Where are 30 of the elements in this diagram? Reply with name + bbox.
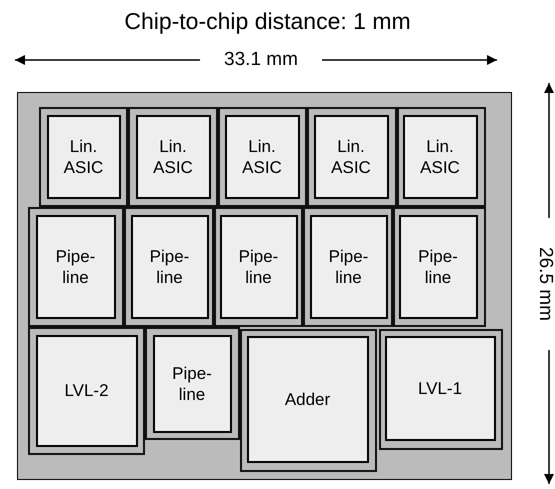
chip-label: Lin. ASIC [152, 136, 194, 178]
chip-label: Adder [284, 388, 330, 410]
chip-die [220, 214, 298, 318]
chip-die [36, 214, 116, 318]
chip-label: LVL-1 [418, 378, 462, 398]
chip-die [384, 336, 496, 440]
chip-label: Pipe- line [148, 246, 190, 288]
chip-label: Lin. ASIC [62, 136, 104, 178]
chip-die [310, 214, 388, 318]
chip-die [36, 334, 138, 446]
chip-label: Pipe- line [171, 362, 213, 404]
chip-label: Pipe- line [54, 246, 96, 288]
chip-die [46, 114, 120, 198]
chip-die [398, 214, 478, 318]
title: Chip-to-chip distance: 1 mm [123, 8, 412, 35]
chip-die [402, 114, 478, 198]
chip-label: Pipe- line [238, 246, 280, 288]
chip-die [314, 114, 388, 198]
chip-die [152, 334, 232, 432]
chip-label: Lin. ASIC [241, 136, 283, 178]
chip-label: Pipe- line [417, 246, 459, 288]
chip-die [130, 214, 208, 318]
chip-label: Lin. ASIC [419, 136, 461, 178]
chip-die [246, 336, 368, 462]
chip-label: Pipe- line [328, 246, 370, 288]
board-outline [17, 92, 512, 480]
chip-die [224, 114, 300, 198]
chip-label: LVL-2 [64, 380, 109, 401]
chip-label: Lin. ASIC [330, 136, 372, 178]
chip-die [136, 114, 210, 198]
